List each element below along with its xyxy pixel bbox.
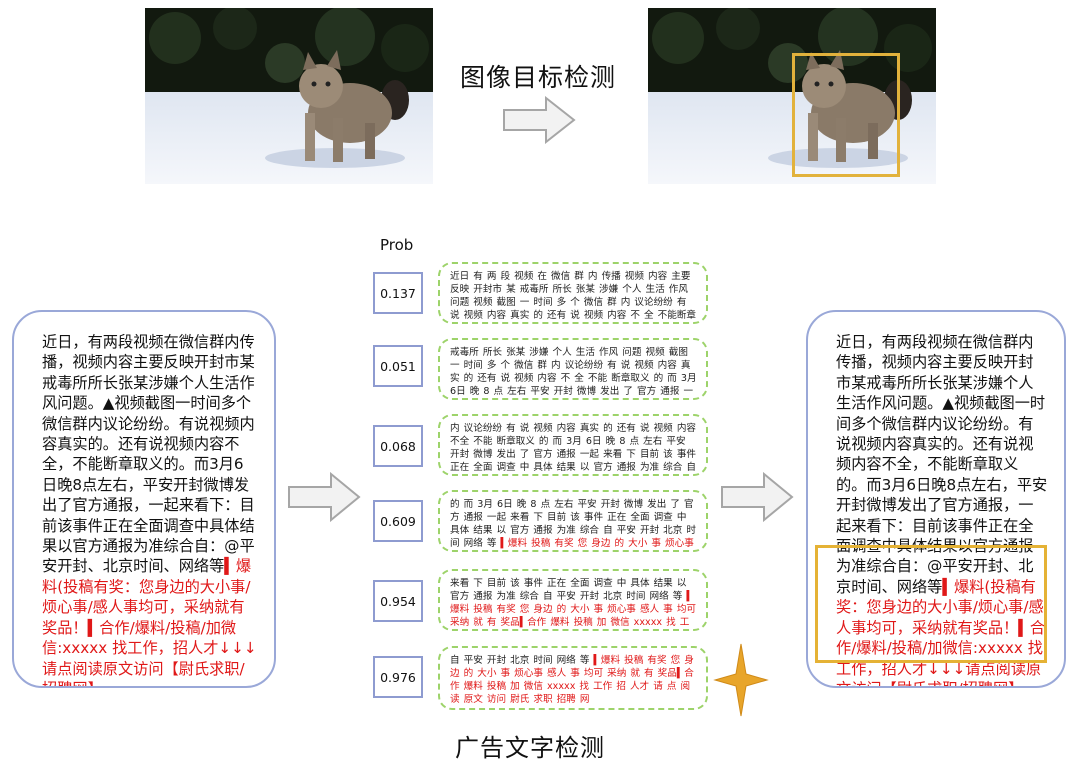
chunk-text: 自 平安 开封 北京 时间 网络 等 [450, 655, 590, 666]
arrow-right-icon [503, 96, 576, 144]
chunk-ad-text: ▍爆料 投稿 有奖 您 身边 的 大小 事 烦心事 感人 事 均可 采纳 就 有… [450, 591, 697, 628]
chunk-ad-text: ▍爆料 投稿 有奖 您 身边 的 大小 事 烦心事 [500, 538, 694, 549]
prob-value: 0.068 [373, 425, 423, 467]
prob-value: 0.954 [373, 580, 423, 622]
source-text-box: 近日，有两段视频在微信群内传播，视频内容主要反映开封市某戒毒所所长张某涉嫌个人生… [12, 310, 276, 688]
result-text-box: 近日，有两段视频在微信群内传播，视频内容主要反映开封市某戒毒所所长张某涉嫌个人生… [806, 310, 1066, 688]
chunk-text: 内 议论纷纷 有 说 视频 内容 真实 的 还有 说 视频 内容 不全 不能 断… [450, 423, 697, 473]
prob-header: Prob [380, 236, 414, 254]
prob-value: 0.137 [373, 272, 423, 314]
text-chunk: 的 而 3月 6日 晚 8 点 左右 平安 开封 微博 发出 了 官方 通报 一… [438, 490, 708, 552]
text-chunk: 近日 有 两 段 视频 在 微信 群 内 传播 视频 内容 主要 反映 开封市 … [438, 262, 708, 324]
arrow-right-icon [721, 472, 794, 522]
source-text-normal: 近日，有两段视频在微信群内传播，视频内容主要反映开封市某戒毒所所长张某涉嫌个人生… [42, 333, 255, 576]
result-text-ad: ▍爆料(投稿有奖：您身边的大小事/烦心事/感人事均可，采纳就有奖品！▍合作/爆料… [836, 577, 1046, 686]
cat-photo-detected [648, 8, 936, 184]
cat-image [145, 8, 433, 184]
text-chunk: 自 平安 开封 北京 时间 网络 等 ▍爆料 投稿 有奖 您 身边 的 大小 事… [438, 646, 708, 710]
text-chunk: 来看 下 目前 该 事件 正在 全面 调查 中 具体 结果 以 官方 通报 为准… [438, 569, 708, 631]
chunk-ad-text: ▍爆料 投稿 有奖 您 身边 的 大小 事 烦心事 感人 事 均可 采纳 就 有… [450, 655, 694, 705]
ad-detection-box [815, 545, 1047, 663]
image-detection-title: 图像目标检测 [460, 63, 617, 92]
star-icon [713, 643, 769, 717]
chunk-text: 来看 下 目前 该 事件 正在 全面 调查 中 具体 结果 以 官方 通报 为准… [450, 578, 687, 602]
chunk-text: 戒毒所 所长 张某 涉嫌 个人 生活 作风 问题 视频 截图 一 时间 多 个 … [450, 347, 697, 397]
cat-photo-original [145, 8, 433, 184]
prob-value: 0.051 [373, 345, 423, 387]
arrow-right-icon [288, 472, 361, 522]
prob-value: 0.976 [373, 656, 423, 698]
detection-bounding-box [792, 53, 900, 177]
chunk-text: 近日 有 两 段 视频 在 微信 群 内 传播 视频 内容 主要 反映 开封市 … [450, 271, 697, 321]
result-text-normal: 近日，有两段视频在微信群内传播，视频内容主要反映开封市某戒毒所所长张某涉嫌个人生… [836, 333, 1048, 596]
chunk-text: 的 而 3月 6日 晚 8 点 左右 平安 开封 微博 发出 了 官方 通报 一… [450, 499, 697, 549]
source-text-ad: ▍爆料(投稿有奖：您身边的大小事/烦心事/感人事均可，采纳就有奖品！▍合作/爆料… [42, 557, 257, 686]
text-chunk: 戒毒所 所长 张某 涉嫌 个人 生活 作风 问题 视频 截图 一 时间 多 个 … [438, 338, 708, 400]
prob-value: 0.609 [373, 500, 423, 542]
text-chunk: 内 议论纷纷 有 说 视频 内容 真实 的 还有 说 视频 内容 不全 不能 断… [438, 414, 708, 476]
ad-detection-title: 广告文字检测 [455, 734, 605, 762]
